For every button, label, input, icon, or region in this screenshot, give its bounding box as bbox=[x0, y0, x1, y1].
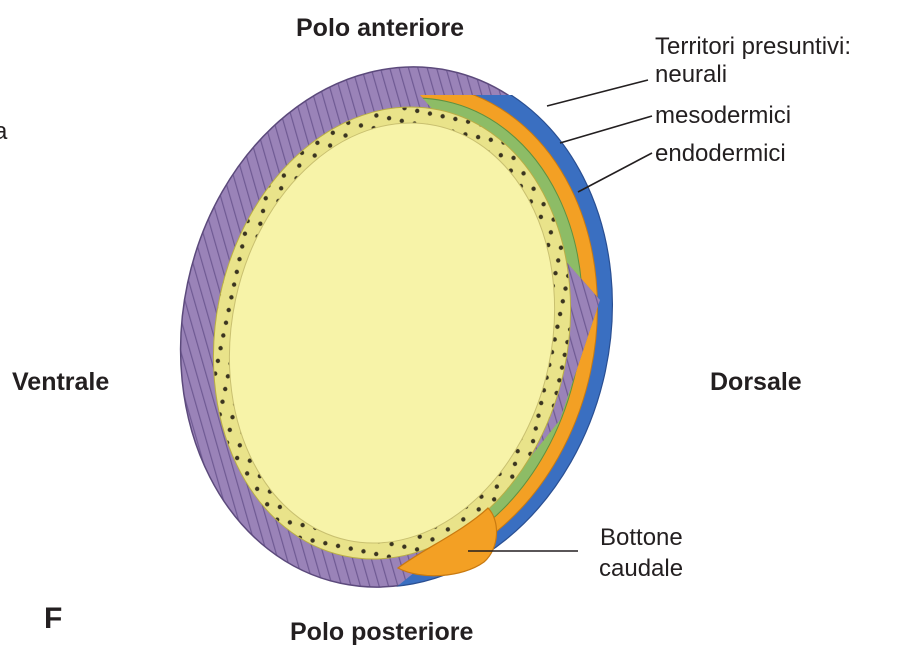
label-polo-anteriore: Polo anteriore bbox=[296, 16, 464, 41]
label-dorsale: Dorsale bbox=[710, 370, 802, 395]
label-polo-posteriore: Polo posteriore bbox=[290, 620, 473, 645]
leader-line-mesodermici bbox=[560, 116, 652, 143]
leader-line-endodermici bbox=[578, 153, 652, 192]
panel-letter: F bbox=[44, 604, 62, 634]
label-bottone: Bottone bbox=[600, 526, 683, 550]
cropped-edge-text: a bbox=[0, 120, 7, 144]
label-caudale: caudale bbox=[599, 557, 683, 581]
label-mesodermici: mesodermici bbox=[655, 104, 791, 128]
label-endodermici: endodermici bbox=[655, 142, 786, 166]
leader-line-neurali bbox=[547, 80, 648, 106]
label-territori-presuntivi: Territori presuntivi: bbox=[655, 35, 851, 59]
label-ventrale: Ventrale bbox=[12, 370, 109, 395]
label-neurali: neurali bbox=[655, 63, 727, 87]
